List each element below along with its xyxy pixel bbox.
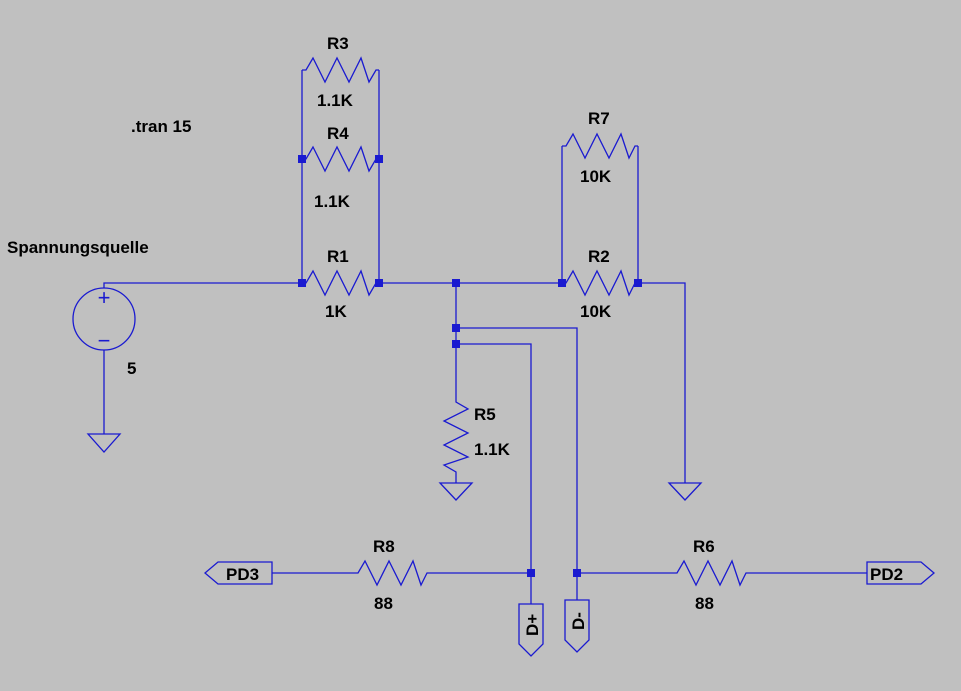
resistor-r4-symbol[interactable] (302, 145, 379, 173)
resistor-r2-value: 10K (580, 302, 612, 321)
port-dminus-label: D- (569, 612, 588, 630)
resistor-r3-symbol[interactable] (302, 56, 379, 84)
resistor-r2-symbol[interactable] (562, 269, 638, 297)
resistor-r7-name: R7 (588, 109, 610, 128)
resistor-r4-name: R4 (327, 124, 349, 143)
junction-dot (452, 340, 460, 348)
ground-icon-source (86, 433, 122, 453)
resistor-r7-symbol[interactable] (562, 132, 638, 160)
tran-directive[interactable]: .tran 15 (131, 117, 191, 136)
resistor-r3-name: R3 (327, 34, 349, 53)
resistor-r5-symbol[interactable] (442, 398, 470, 476)
resistor-r4-value: 1.1K (314, 192, 351, 211)
port-pd3-icon[interactable] (203, 561, 273, 585)
junction-dot (298, 279, 306, 287)
minus-sign-icon: − (98, 328, 111, 353)
resistor-r5-value: 1.1K (474, 440, 511, 459)
junction-dot (527, 569, 535, 577)
source-name-label: Spannungsquelle (7, 238, 149, 257)
port-pd2-icon[interactable] (866, 561, 936, 585)
voltage-source[interactable]: + − (72, 285, 136, 353)
resistor-r8-value: 88 (374, 594, 393, 613)
junction-dot (573, 569, 581, 577)
resistor-r1-symbol[interactable] (302, 269, 379, 297)
plus-sign-icon: + (98, 285, 111, 310)
port-pd2-label: PD2 (870, 565, 903, 584)
resistor-r8-name: R8 (373, 537, 395, 556)
source-value-label: 5 (127, 359, 136, 378)
port-dminus-icon[interactable] (564, 599, 590, 653)
port-dplus-icon[interactable] (518, 603, 544, 657)
ground-icon-r5 (438, 482, 474, 501)
junction-dot (558, 279, 566, 287)
resistor-r2-name: R2 (588, 247, 610, 266)
junction-dot (452, 279, 460, 287)
resistor-r6-name: R6 (693, 537, 715, 556)
ground-icon-r2 (667, 482, 703, 501)
resistor-r6-symbol[interactable] (673, 559, 750, 587)
resistor-r1-value: 1K (325, 302, 347, 321)
resistor-r6-value: 88 (695, 594, 714, 613)
resistor-r7-value: 10K (580, 167, 612, 186)
junction-dot (452, 324, 460, 332)
junction-dot (634, 279, 642, 287)
junction-dot (298, 155, 306, 163)
resistor-r8-symbol[interactable] (354, 559, 431, 587)
junction-dot (375, 155, 383, 163)
wire-d-plus (456, 343, 532, 573)
port-pd3-label: PD3 (226, 565, 259, 584)
wire-d-minus (456, 327, 578, 573)
wire-r2-ground (638, 282, 686, 483)
resistor-r5-name: R5 (474, 405, 496, 424)
resistor-r3-value: 1.1K (317, 91, 354, 110)
junction-dot (375, 279, 383, 287)
resistor-r1-name: R1 (327, 247, 349, 266)
wire-source-top (103, 282, 302, 288)
port-dplus-label: D+ (523, 614, 542, 636)
